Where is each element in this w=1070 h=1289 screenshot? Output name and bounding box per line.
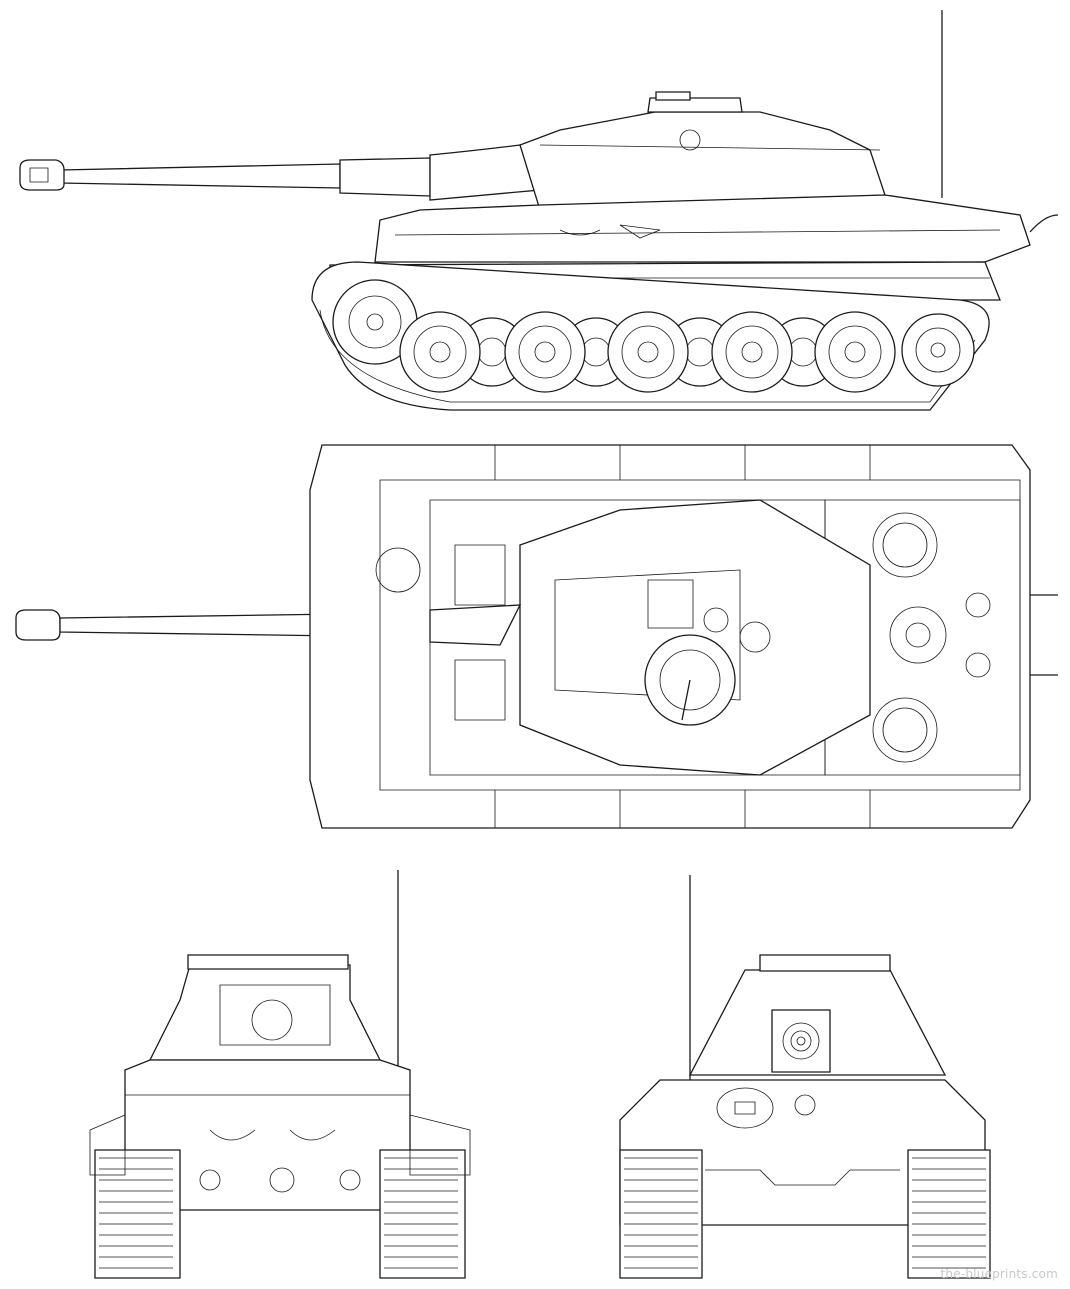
rear-view <box>90 275 470 1278</box>
watermark-text: the-blueprints.com <box>940 1267 1058 1281</box>
road-wheels <box>400 312 895 392</box>
side-view <box>20 10 1058 410</box>
track-links-rear <box>99 1158 458 1268</box>
top-view <box>16 445 1058 828</box>
front-view <box>620 875 990 1278</box>
road-wheel <box>505 312 585 392</box>
track-links-front <box>624 1158 986 1268</box>
road-wheel <box>608 312 688 392</box>
hull-panel-seams <box>495 445 870 828</box>
road-wheel <box>815 312 895 392</box>
road-wheel <box>400 312 480 392</box>
road-wheel <box>712 312 792 392</box>
